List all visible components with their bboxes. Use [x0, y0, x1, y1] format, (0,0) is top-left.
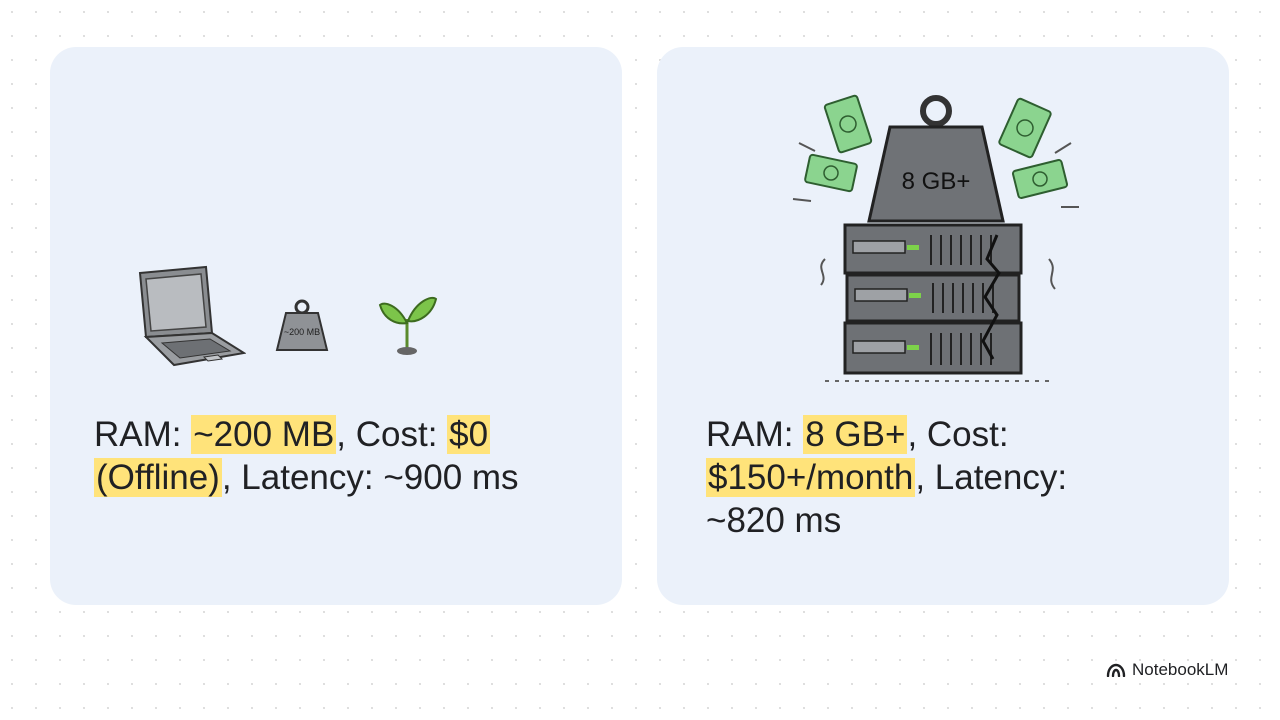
notebooklm-logo-icon — [1106, 663, 1126, 677]
notebooklm-brand: NotebookLM — [1106, 660, 1228, 680]
cost-value: $150+/month — [706, 458, 916, 497]
cost-offline: (Offline) — [94, 458, 222, 497]
small-weight-icon: ~200 MB — [275, 299, 329, 351]
latency-value: ~820 ms — [706, 501, 842, 540]
cloud-server-card: 8 GB+ RAM: 8 GB+, Cost: $150+/month, Lat… — [657, 47, 1229, 605]
cost-label: , Cost: — [907, 415, 1009, 454]
small-weight-label: ~200 MB — [284, 327, 320, 337]
brand-name: NotebookLM — [1132, 660, 1229, 679]
sprout-icon — [378, 296, 438, 355]
money-icon — [823, 94, 873, 154]
server-unit — [843, 223, 1023, 275]
money-icon — [998, 97, 1052, 159]
latency-label: , Latency: — [915, 458, 1068, 497]
server-unit — [845, 273, 1021, 323]
ram-label: RAM: — [94, 415, 192, 454]
cloud-stats: RAM: 8 GB+, Cost: $150+/month, Latency: … — [706, 413, 1146, 542]
on-device-stats: RAM: ~200 MB, Cost: $0 (Offline), Latenc… — [94, 413, 584, 499]
server-unit — [843, 321, 1023, 375]
ram-value: 8 GB+ — [803, 415, 908, 454]
cost-label: , Cost: — [336, 415, 448, 454]
money-icon — [804, 153, 858, 193]
ram-label: RAM: — [706, 415, 804, 454]
server-stack-illustration: 8 GB+ — [792, 94, 1079, 382]
laptop-icon — [138, 265, 246, 367]
ram-value: ~200 MB — [191, 415, 337, 454]
large-weight-label: 8 GB+ — [902, 168, 971, 195]
cost-value: $0 — [447, 415, 491, 454]
on-device-card: ~200 MB RAM: ~200 MB, Cost: $0 (Offline)… — [50, 47, 622, 605]
money-icon — [1011, 159, 1069, 199]
latency-text: , Latency: ~900 ms — [221, 458, 519, 497]
